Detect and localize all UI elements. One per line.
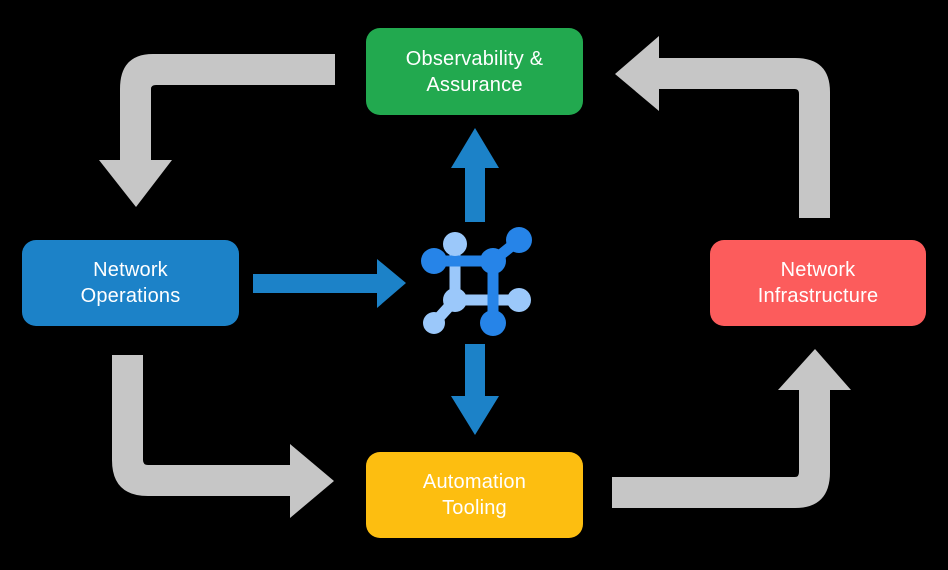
node-network-operations[interactable]: Network Operations: [22, 240, 239, 326]
node-observability-label: Observability & Assurance: [405, 47, 544, 96]
node-network-infrastructure-label: Network Infrastructure: [757, 259, 879, 307]
topology-nodes-secondary: [423, 232, 531, 334]
connector-network-operations-to-automation-tooling: [112, 355, 334, 518]
connector-network-infrastructure-to-observability: [615, 36, 830, 218]
network-topology-icon: [421, 227, 532, 336]
connector-automation-tooling-to-network-infrastructure: [612, 349, 851, 508]
node-network-infrastructure[interactable]: Network Infrastructure: [710, 240, 926, 326]
node-observability-and-assurance[interactable]: Observability & Assurance: [366, 28, 583, 115]
node-network-operations-label: Network Operations: [80, 259, 181, 307]
connector-center-to-automation-tooling: [451, 344, 499, 435]
node-automation-tooling[interactable]: Automation Tooling: [366, 452, 583, 538]
node-automation-tooling-label: Automation Tooling: [422, 471, 527, 519]
connector-center-to-observability: [451, 128, 499, 222]
connector-network-operations-to-center: [253, 259, 406, 308]
connector-observability-to-network-operations: [99, 54, 335, 207]
topology-nodes-primary: [421, 227, 532, 336]
